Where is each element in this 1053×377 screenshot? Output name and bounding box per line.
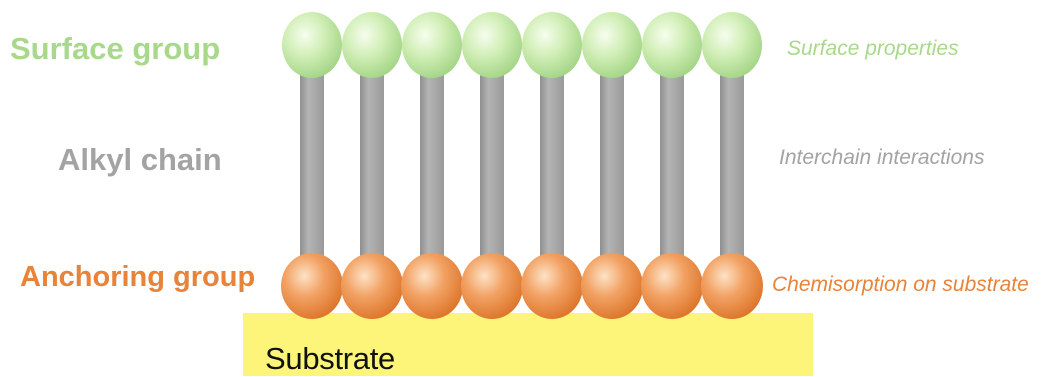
anchoring-group-sphere <box>341 253 403 319</box>
alkyl-chain <box>480 55 504 286</box>
molecule-2 <box>341 12 403 319</box>
substrate-layer: Substrate <box>243 313 813 376</box>
alkyl-chain <box>360 55 384 286</box>
interchain-interactions-label: Interchain interactions <box>779 146 985 169</box>
anchoring-group-sphere <box>281 253 343 319</box>
anchoring-group-sphere <box>401 253 463 319</box>
surface-group-sphere <box>522 12 582 78</box>
surface-group-sphere <box>342 12 402 78</box>
molecule-1 <box>281 12 343 319</box>
molecule-7 <box>641 12 703 319</box>
molecule-5 <box>521 12 583 319</box>
surface-group-label: Surface group <box>10 31 221 66</box>
alkyl-chain <box>600 55 624 286</box>
surface-group-sphere <box>642 12 702 78</box>
anchoring-group-sphere <box>641 253 703 319</box>
alkyl-chain-label: Alkyl chain <box>58 142 222 177</box>
anchoring-group-sphere <box>581 253 643 319</box>
surface-properties-label: Surface properties <box>787 37 959 60</box>
anchoring-group-sphere <box>521 253 583 319</box>
molecule-6 <box>581 12 643 319</box>
surface-group-sphere <box>582 12 642 78</box>
molecule-3 <box>401 12 463 319</box>
surface-group-sphere <box>702 12 762 78</box>
anchoring-group-sphere <box>461 253 523 319</box>
surface-group-sphere <box>462 12 522 78</box>
molecule-8 <box>701 12 763 319</box>
alkyl-chain <box>660 55 684 286</box>
anchoring-group-sphere <box>701 253 763 319</box>
alkyl-chain <box>300 55 324 286</box>
alkyl-chain <box>720 55 744 286</box>
anchoring-group-label: Anchoring group <box>20 261 256 293</box>
surface-group-sphere <box>282 12 342 78</box>
alkyl-chain <box>540 55 564 286</box>
molecules <box>281 12 763 319</box>
molecule-4 <box>461 12 523 319</box>
chemisorption-label: Chemisorption on substrate <box>772 273 1029 296</box>
alkyl-chain <box>420 55 444 286</box>
surface-group-sphere <box>402 12 462 78</box>
substrate-label: Substrate <box>265 341 395 376</box>
